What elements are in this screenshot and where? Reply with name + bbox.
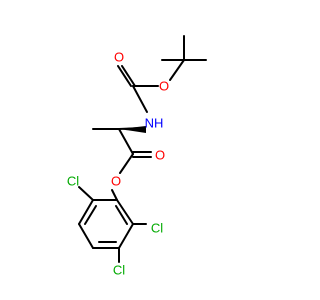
atom-cl-5: Cl bbox=[151, 221, 163, 236]
ring-bond-3 bbox=[78, 223, 94, 249]
structure-svg: O O NH O O Cl Cl Cl bbox=[67, 35, 207, 278]
atom-o-ester: O bbox=[111, 174, 121, 189]
ring-bond-2 bbox=[78, 199, 94, 225]
bond-tbutyl-o bbox=[169, 59, 185, 81]
atom-o-carbonyl-boc: O bbox=[114, 50, 124, 65]
atom-nh: NH bbox=[145, 116, 164, 131]
bond-carbamate-co-1 bbox=[117, 65, 132, 87]
ring-bond-5 bbox=[118, 223, 134, 249]
stereo-wedge bbox=[119, 126, 146, 133]
atom-o-carbonyl-ester: O bbox=[155, 148, 165, 163]
atom-cl-2: Cl bbox=[67, 174, 79, 189]
bond-carbamate-co-2 bbox=[121, 65, 136, 87]
ring-bond-6 bbox=[116, 199, 134, 225]
ring-double-3 bbox=[115, 205, 128, 225]
atom-o-ether-boc: O bbox=[159, 79, 169, 94]
atom-cl-4: Cl bbox=[113, 263, 125, 278]
bond-ester-c-o bbox=[119, 153, 134, 174]
molecule-drawing: O O NH O O Cl Cl Cl bbox=[67, 35, 207, 278]
bond-alpha-ester-c bbox=[118, 128, 134, 155]
bond-ring-cl2 bbox=[78, 186, 94, 201]
ring-double-1 bbox=[84, 205, 97, 225]
bond-carbamate-n bbox=[132, 85, 148, 113]
bond-o-ring bbox=[111, 189, 118, 201]
